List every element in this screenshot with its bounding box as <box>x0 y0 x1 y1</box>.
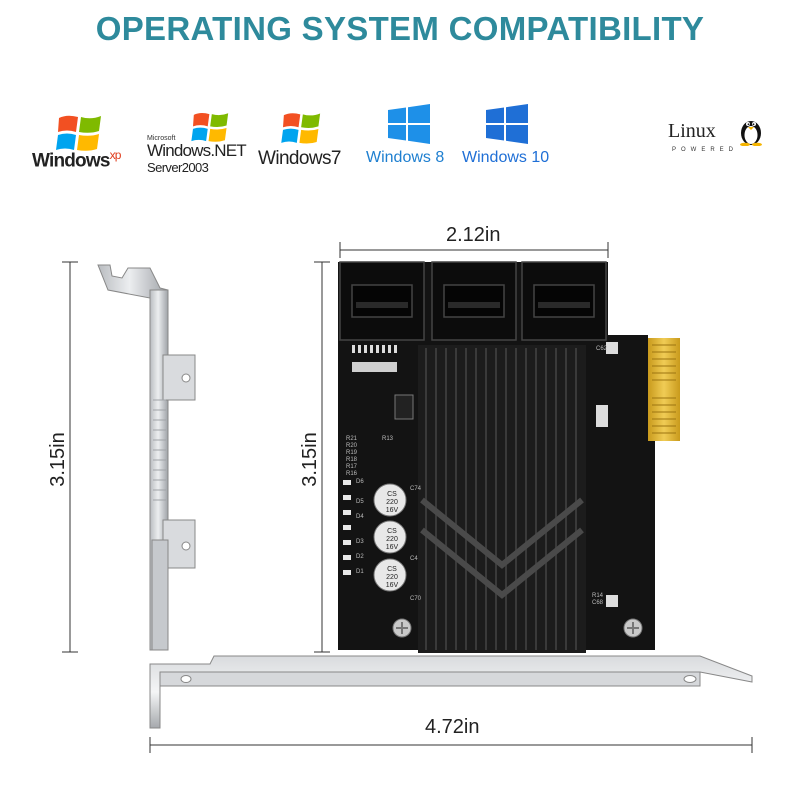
cap-2-text-c: 16V <box>386 544 399 551</box>
gold-edge-connector <box>648 338 680 441</box>
cap-1-text-b: 220 <box>386 499 398 506</box>
cap-1-text-c: 16V <box>386 507 399 514</box>
pcb-label-r14: R14 <box>592 593 604 599</box>
full-height-bracket <box>149 655 753 729</box>
dimension-card-height: 3.15in <box>298 432 321 487</box>
os-windows-xp-suffix: xp <box>109 148 122 162</box>
cap-3-text-b: 220 <box>386 574 398 581</box>
page-title: OPERATING SYSTEM COMPATIBILITY <box>95 10 705 47</box>
windows-7-logo-icon <box>281 113 321 144</box>
os-server-small: Microsoft <box>147 135 176 142</box>
pcb-label-c68: C68 <box>592 600 604 606</box>
os-windows-xp-name: Windows <box>32 150 110 172</box>
sata-port-1 <box>339 261 425 341</box>
cap-3-text-a: CS <box>387 566 397 573</box>
cap-2-text-a: CS <box>387 528 397 535</box>
dimension-lines <box>62 242 753 753</box>
os-windows-7-name: Windows <box>258 148 331 169</box>
pcb-label-d4: D4 <box>356 514 364 520</box>
pcb-label-r13: R13 <box>382 436 394 442</box>
dimension-bracket-length: 4.72in <box>425 716 480 738</box>
pcb-label-r17: R17 <box>346 464 358 470</box>
os-windows-10-name: Windows 10 <box>462 149 550 166</box>
os-windows-10: Windows 10 <box>458 104 558 174</box>
os-windows-8-name: Windows 8 <box>366 149 445 166</box>
pcb-label-r21: R21 <box>346 436 358 442</box>
os-windows-8: Windows 8 <box>362 104 462 174</box>
sata-port-3 <box>521 261 607 341</box>
pcb-label-c74: C74 <box>410 486 422 492</box>
linux-tux-logo-icon <box>740 121 762 146</box>
low-profile-bracket <box>97 264 196 651</box>
pcb-label-d6: D6 <box>356 479 364 485</box>
capacitors: CS 220 16V CS 220 16V CS 220 16V <box>373 483 407 592</box>
windows-server-2003-logo-icon <box>191 113 229 142</box>
pcb-label-d3: D3 <box>356 539 364 545</box>
sata-port-2 <box>431 261 517 341</box>
pcb-label-c70: C70 <box>410 596 422 602</box>
cap-2-text-b: 220 <box>386 536 398 543</box>
pcb-label-r20: R20 <box>346 443 358 449</box>
pcb-label-c4: C4 <box>410 556 418 562</box>
status-leds <box>343 480 351 575</box>
os-server-sub: Server2003 <box>147 160 209 175</box>
dimension-card-width: 2.12in <box>446 224 501 246</box>
pcb-label-r18: R18 <box>346 457 358 463</box>
os-linux-name: Linux <box>668 120 716 142</box>
pcb-label-r19: R19 <box>346 450 358 456</box>
pcb-label-c62: C62 <box>596 346 608 352</box>
os-server-name: Windows.NET <box>147 141 247 160</box>
pcie-card: CS 220 16V CS 220 16V CS 220 16V R13 <box>338 261 680 653</box>
pcb-label-r16: R16 <box>346 471 358 477</box>
os-linux-sub: POWERED <box>672 147 739 153</box>
pcb-label-d5: D5 <box>356 499 364 505</box>
heatsink <box>418 345 586 653</box>
pcb-label-d2: D2 <box>356 554 364 560</box>
pcb-label-d1: D1 <box>356 569 364 575</box>
os-linux: Linux POWERED <box>664 114 774 164</box>
windows-xp-logo-icon <box>56 115 101 151</box>
os-windows-7: Windows7 <box>258 108 358 178</box>
cap-1-text-a: CS <box>387 491 397 498</box>
os-windows-7-suffix: 7 <box>330 148 342 169</box>
os-windows-xp: Windowsxp <box>30 108 130 178</box>
cap-3-text-c: 16V <box>386 582 399 589</box>
windows-10-logo-icon <box>486 104 528 144</box>
dimension-bracket-height: 3.15in <box>46 432 69 487</box>
windows-8-logo-icon <box>388 104 430 144</box>
os-windows-server-2003: Microsoft Windows.NET Server2003 <box>145 108 255 178</box>
